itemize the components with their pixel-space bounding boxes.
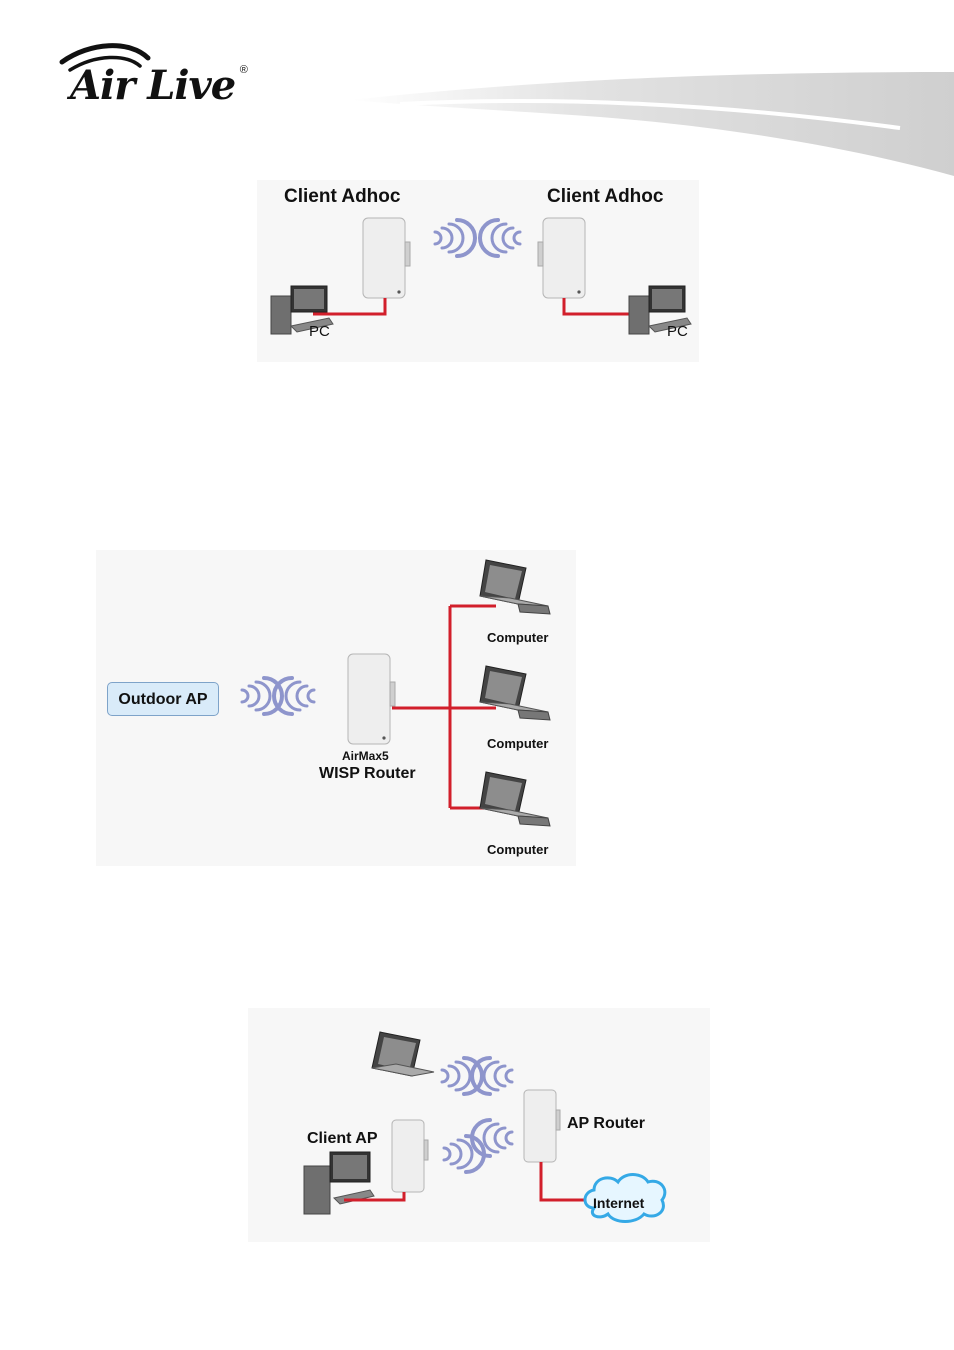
laptop-icon-3 <box>480 772 550 826</box>
wisp-outdoor-device <box>348 654 395 744</box>
right-pc-label: PC <box>667 323 688 340</box>
wireless-wave-icon <box>442 1058 512 1094</box>
logo-registered-mark: ® <box>240 64 248 76</box>
logo: Air Live ® <box>70 64 248 108</box>
computer-label-3: Computer <box>487 842 548 857</box>
left-title: Client Adhoc <box>284 186 400 208</box>
computer-label-2: Computer <box>487 736 548 751</box>
outdoor-ap-box: Outdoor AP <box>107 682 219 716</box>
computer-label-1: Computer <box>487 630 548 645</box>
device-model-label: AirMax5 <box>342 749 389 763</box>
right-title: Client Adhoc <box>547 186 663 208</box>
left-pc-label: PC <box>309 323 330 340</box>
right-cable <box>564 298 632 314</box>
wireless-wave-icon <box>242 678 314 714</box>
client-ap-device <box>392 1120 428 1192</box>
wireless-wave-icon <box>435 220 520 256</box>
device-mode-label: WISP Router <box>319 765 416 783</box>
left-outdoor-device <box>363 218 410 298</box>
wireless-wave-icon <box>444 1120 512 1172</box>
ap-router-label: AP Router <box>567 1115 645 1133</box>
ap-router-device <box>524 1090 560 1162</box>
internet-label: Internet <box>593 1195 644 1211</box>
internet-cable <box>541 1162 588 1200</box>
laptop-icon-2 <box>480 666 550 720</box>
right-outdoor-device <box>538 218 585 298</box>
client-ap-label: Client AP <box>307 1130 378 1148</box>
logo-text: Air Live <box>70 62 235 109</box>
pc-icon <box>304 1152 374 1214</box>
laptop-icon <box>372 1032 434 1076</box>
